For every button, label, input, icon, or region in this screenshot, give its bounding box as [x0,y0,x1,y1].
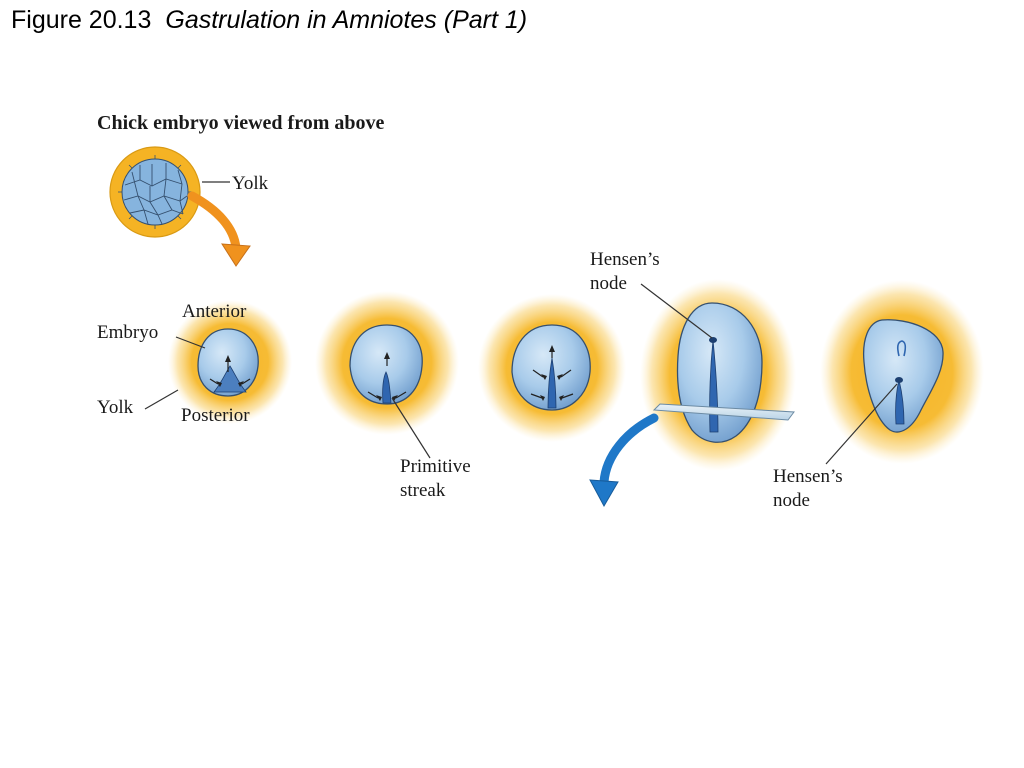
embryo-leader [175,336,206,349]
label-hensens-top-line1: Hensen’s [590,249,660,270]
label-embryo: Embryo [97,322,158,343]
figure-number: Figure 20.13 [11,6,152,34]
stage-2 [315,291,459,435]
stage-2-embryo [349,324,423,405]
blastoderm-edge-marks [118,155,192,229]
egg-top-view: Yolk [109,146,269,267]
section-plane [652,403,795,421]
hensens-node-bottom-leader [825,383,898,465]
diagram-heading: Chick embryo viewed from above [97,112,384,134]
label-hensens-top-line2: node [590,273,627,294]
label-yolk: Yolk [97,397,134,418]
label-posterior: Posterior [181,405,250,426]
label-primitive-line1: Primitive [400,456,471,477]
stage-5-embryo [862,319,944,433]
label-primitive-line2: streak [400,480,446,501]
hensens-node-top-leader [640,283,713,339]
label-anterior: Anterior [182,301,247,322]
orange-arrow-head [221,243,251,267]
orange-arrow-shaft [187,191,241,253]
stage-4 [589,279,796,508]
stage-4-node [709,337,717,343]
stage-1 [168,300,292,424]
blastoderm-cells [123,163,188,225]
blue-arrow-shaft [599,413,659,487]
stage-3 [478,294,626,442]
slide-title: Figure 20.13 Gastrulation in Amniotes (Pa… [11,6,527,35]
blue-arrow-head [589,479,619,508]
stage-2-streak [382,371,392,404]
label-hensens-bottom-line1: Hensen’s [773,466,843,487]
figure-name: Gastrulation in Amniotes (Part 1) [165,6,528,34]
stage-5 [820,280,984,464]
primitive-streak-leader [391,397,431,459]
yolk-leader [144,389,179,410]
stage-5-head-fold [896,340,907,357]
label-hensens-bottom-line2: node [773,490,810,511]
label-top-yolk: Yolk [232,173,269,194]
stage-5-node [895,377,903,383]
stage-3-streak [547,357,557,409]
blastoderm [121,158,189,226]
stage-4-embryo [676,302,763,443]
